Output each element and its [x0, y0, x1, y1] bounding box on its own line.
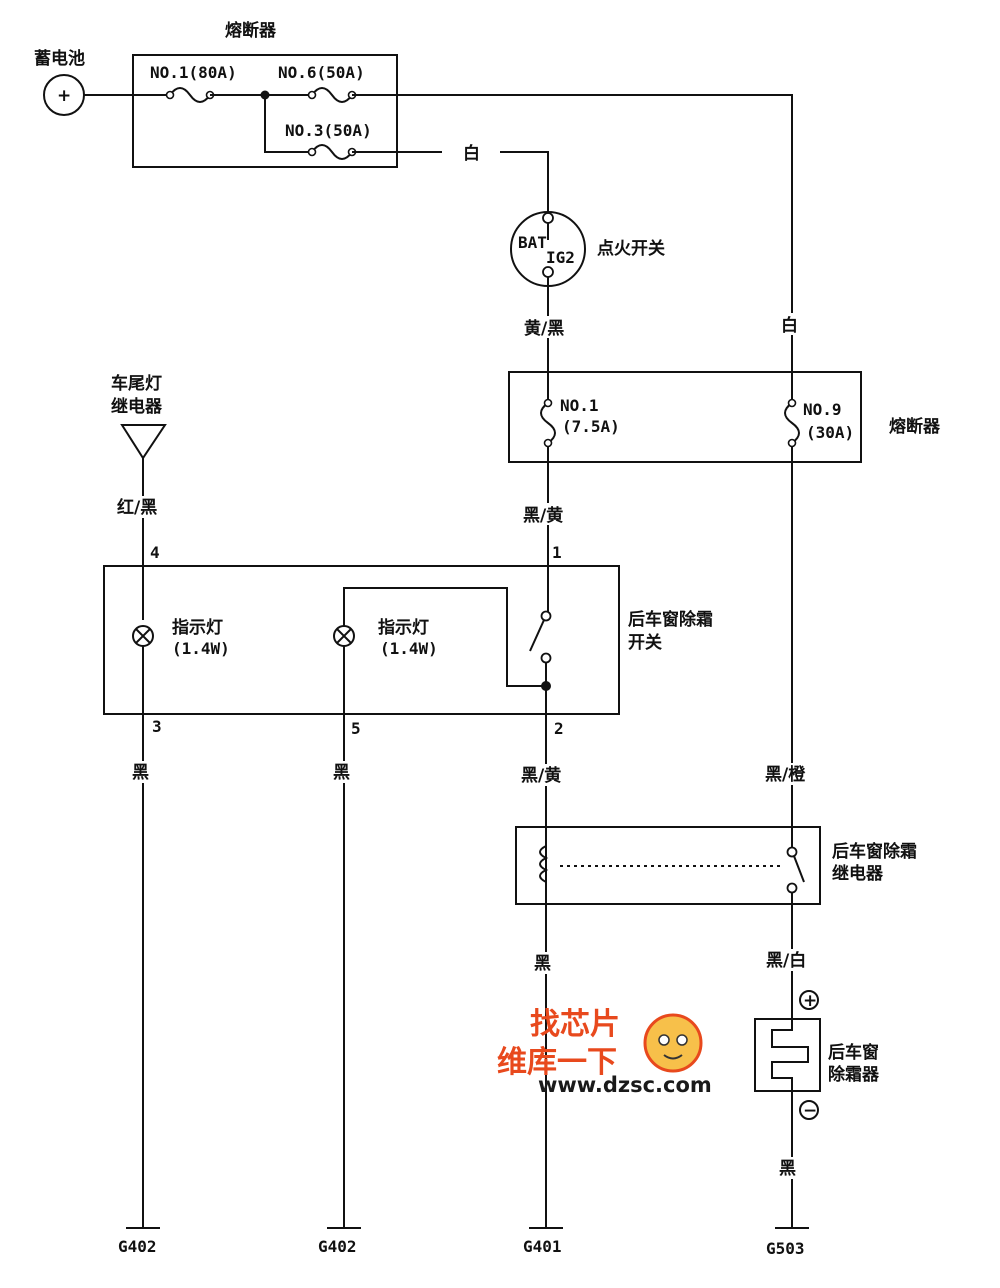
secondary-fuse-box-label: 熔断器 [889, 416, 941, 437]
secondary-fuse-box [508, 371, 862, 463]
fuse-no3-50a-symbol [311, 144, 353, 160]
wire-color-black-2: 黑 [333, 763, 350, 783]
indicator-1-label: 指示灯 [172, 617, 223, 638]
ignition-bat-label: BAT [518, 233, 547, 252]
fuse-no1-7-5a-symbol [540, 402, 556, 444]
defroster-label-2: 除霜器 [828, 1064, 880, 1085]
defroster-heater-element [771, 1019, 809, 1091]
heater-minus-terminal [799, 1100, 819, 1120]
switch-pin-5: 5 [351, 719, 361, 738]
tail-relay-symbol [120, 424, 167, 460]
indicator-2-label: 指示灯 [378, 617, 429, 638]
ground-label-g503: G503 [766, 1239, 805, 1258]
wire-to-fuse-no3 [264, 95, 312, 153]
watermark-logo: 找芯片 维库一下 www.dzsc.com [497, 1007, 712, 1097]
battery-label: 蓄电池 [34, 48, 85, 69]
watermark-line-2: 维库一下 [497, 1045, 617, 1080]
watermark-url: www.dzsc.com [538, 1073, 712, 1097]
ignition-switch-label: 点火开关 [597, 238, 665, 259]
wire-color-red-black: 红/黑 [117, 497, 157, 518]
fuse-no1-rating: (7.5A) [562, 417, 620, 436]
wire-color-black-4: 黑 [779, 1159, 796, 1179]
heater-minus-sign: − [803, 1101, 817, 1121]
relay-coil [539, 845, 549, 883]
switch-pin-2: 2 [554, 719, 564, 738]
tail-relay-label-1: 车尾灯 [111, 373, 162, 394]
main-fuse-box-label: 熔断器 [225, 20, 277, 41]
wire-color-black-1: 黑 [132, 763, 149, 783]
fuse-no9-30a-symbol [784, 402, 800, 444]
wire-color-white-top: 白 [463, 143, 480, 164]
fuse-no3-50a-label: NO.3(50A) [285, 121, 372, 140]
fuse-no1-80a-symbol [169, 87, 211, 103]
defrost-switch-box [103, 565, 620, 715]
switch-pin-1: 1 [552, 543, 562, 562]
tail-relay-label-2: 继电器 [111, 396, 163, 417]
heater-plus-terminal [799, 990, 819, 1010]
wire-indicator-2 [343, 587, 546, 687]
defrost-switch-label-1: 后车窗除霜 [628, 609, 713, 630]
wire-color-white-right: 白 [781, 315, 798, 336]
fuse-no9-rating: (30A) [806, 423, 854, 442]
defrost-switch-label-2: 开关 [628, 632, 662, 653]
wire-white-top-b [500, 151, 549, 212]
watermark-line-1: 找芯片 [530, 1007, 620, 1042]
relay-contact-top [786, 846, 798, 858]
defrost-relay-label-1: 后车窗除霜 [832, 841, 917, 862]
fuse-no1-80a-label: NO.1(80A) [150, 63, 237, 82]
switch-contact-top [540, 610, 552, 622]
defrost-relay-box [515, 826, 821, 905]
switch-junction-node [541, 681, 551, 691]
indicator-1-rating: (1.4W) [172, 639, 230, 658]
wire-color-black-orange: 黑/橙 [765, 764, 806, 785]
switch-blade [529, 619, 545, 652]
mascot-icon [643, 1013, 703, 1073]
ignition-ig2-label: IG2 [546, 248, 575, 267]
wire-color-yellow-black: 黄/黑 [524, 318, 564, 339]
main-fuse-box [132, 54, 398, 168]
indicator-2-rating: (1.4W) [380, 639, 438, 658]
heater-plus-sign: + [803, 991, 817, 1011]
switch-pin-3: 3 [152, 717, 162, 736]
ground-label-g402-2: G402 [318, 1237, 357, 1256]
switch-contact-bottom [540, 652, 552, 664]
wire-color-black-3: 黑 [534, 954, 551, 974]
wire-color-black-yellow-1: 黑/黄 [523, 505, 563, 526]
defroster-label-1: 后车窗 [828, 1042, 879, 1063]
fuse-no6-50a-label: NO.6(50A) [278, 63, 365, 82]
fuse-no9-label: NO.9 [803, 400, 842, 419]
wire-color-black-white: 黑/白 [766, 950, 806, 971]
ground-label-g401: G401 [523, 1237, 562, 1256]
wire-color-black-yellow-2: 黑/黄 [521, 765, 561, 786]
fuse-no1-label: NO.1 [560, 396, 599, 415]
ground-label-g402-1: G402 [118, 1237, 157, 1256]
defrost-relay-label-2: 继电器 [832, 863, 884, 884]
battery-plus-sign: + [57, 86, 71, 106]
relay-contact-bottom [786, 882, 798, 894]
switch-pin-4: 4 [150, 543, 160, 562]
fuse-no6-50a-symbol [311, 87, 353, 103]
relay-blade [793, 855, 805, 883]
wire-white-right [352, 94, 793, 403]
